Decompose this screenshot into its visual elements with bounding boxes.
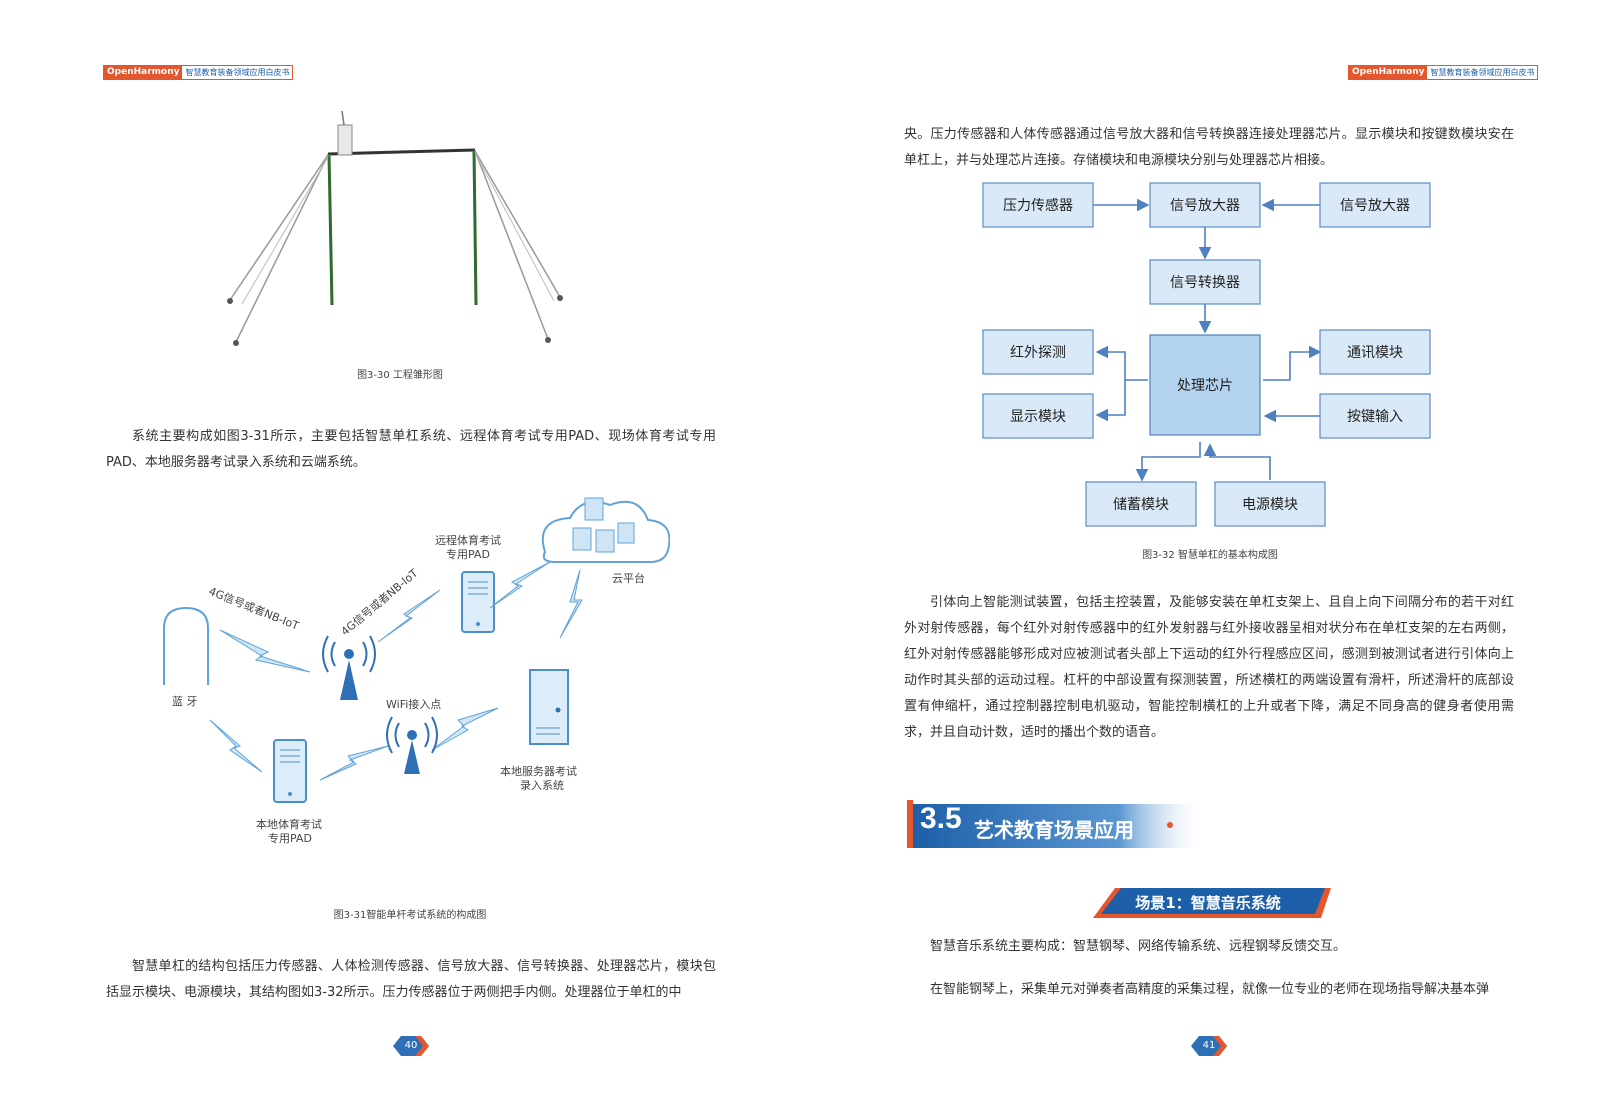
box-storage: 储蓄模块: [1113, 497, 1169, 513]
box-converter: 信号转换器: [1170, 274, 1240, 291]
wifi-label: WiFi接入点: [386, 698, 441, 711]
header-badge-right: OpenHarmony 智慧教育装备领域应用白皮书: [1348, 65, 1539, 80]
box-amp-center: 信号放大器: [1170, 198, 1240, 214]
left-paragraph-1: 系统主要构成如图3-31所示，主要包括智慧单杠系统、远程体育考试专用PAD、现场…: [106, 429, 716, 470]
structure-flowchart: 压力传感器 信号放大器 信号放大器 信号转换器 处理芯片 红外探测 显示模块 通…: [982, 182, 1431, 527]
section-number: 3.5: [920, 802, 962, 835]
local-pad-icon: [273, 739, 307, 803]
scene-title: 场景1：智慧音乐系统: [1135, 894, 1281, 912]
figure30-caption: 图3-30 工程雏形图: [357, 370, 443, 381]
box-pressure: 压力传感器: [1003, 197, 1073, 214]
figure31-caption: 图3-31智能单杆考试系统的构成图: [333, 910, 487, 921]
remote-pad-label-2: 专用PAD: [446, 547, 490, 561]
box-comm: 通讯模块: [1347, 345, 1403, 361]
box-power: 电源模块: [1242, 497, 1298, 513]
page-number-right: 41: [1191, 1036, 1227, 1056]
signal-left-label: 4G信号或者NB-IoT: [207, 585, 301, 633]
local-pad-label-1: 本地体育考试: [256, 817, 322, 831]
server-label-2: 录入系统: [520, 779, 564, 792]
box-display: 显示模块: [1010, 409, 1066, 425]
header-badge-left: OpenHarmony 智慧教育装备领域应用白皮书: [103, 65, 294, 80]
right-paragraph-4: 在智能钢琴上，采集单元对弹奏者高精度的采集过程，就像一位专业的老师在现场指导解决…: [930, 982, 1490, 997]
right-paragraph-2: 引体向上智能测试装置，包括主控装置，及能够安装在单杠支架上、且自上向下间隔分布的…: [904, 595, 1514, 740]
figure32-caption: 图3-32 智慧单杠的基本构成图: [1142, 550, 1278, 561]
box-amp-right: 信号放大器: [1340, 198, 1410, 214]
box-infrared: 红外探测: [1010, 345, 1066, 361]
box-processor: 处理芯片: [1177, 378, 1233, 394]
server-icon: [529, 669, 569, 745]
server-label-1: 本地服务器考试: [500, 764, 577, 778]
cloud-icon: [541, 497, 670, 563]
bluetooth-label: 蓝 牙: [172, 695, 198, 708]
header-subtitle: 智慧教育装备领域应用白皮书: [182, 66, 293, 79]
remote-pad-label-1: 远程体育考试: [435, 533, 501, 547]
cell-tower-icon: [322, 635, 376, 700]
cloud-label: 云平台: [612, 571, 645, 585]
section-title: 艺术教育场景应用: [974, 818, 1134, 842]
section-heading-background: [907, 800, 1207, 848]
header-subtitle-right: 智慧教育装备领域应用白皮书: [1427, 66, 1538, 79]
header-brand: OpenHarmony: [104, 66, 183, 79]
right-paragraph-1: 央。压力传感器和人体传感器通过信号放大器和信号转换器连接处理器芯片。显示模块和按…: [904, 127, 1514, 168]
page-number-right-text: 41: [1202, 1040, 1216, 1051]
network-diagram: 云平台 远程体育考试 专用PAD 蓝 牙 4G信号或者NB-IoT 4G信号或者…: [163, 497, 670, 845]
prototype-figure: [227, 110, 563, 346]
page-number-left: 40: [393, 1036, 429, 1056]
remote-pad-icon: [461, 571, 495, 633]
page-number-left-text: 40: [404, 1040, 418, 1051]
right-paragraph-3: 智慧音乐系统主要构成：智慧钢琴、网络传输系统、远程钢琴反馈交互。: [930, 939, 1347, 954]
scene-heading-background: [1093, 888, 1331, 918]
local-pad-label-2: 专用PAD: [268, 831, 312, 845]
box-keys: 按键输入: [1347, 409, 1403, 425]
signal-right-label: 4G信号或者NB-IoT: [339, 566, 421, 638]
wifi-access-point-icon: [386, 716, 438, 774]
left-paragraph-2: 智慧单杠的结构包括压力传感器、人体检测传感器、信号放大器、信号转换器、处理器芯片…: [106, 959, 716, 1000]
header-brand-right: OpenHarmony: [1349, 66, 1428, 79]
